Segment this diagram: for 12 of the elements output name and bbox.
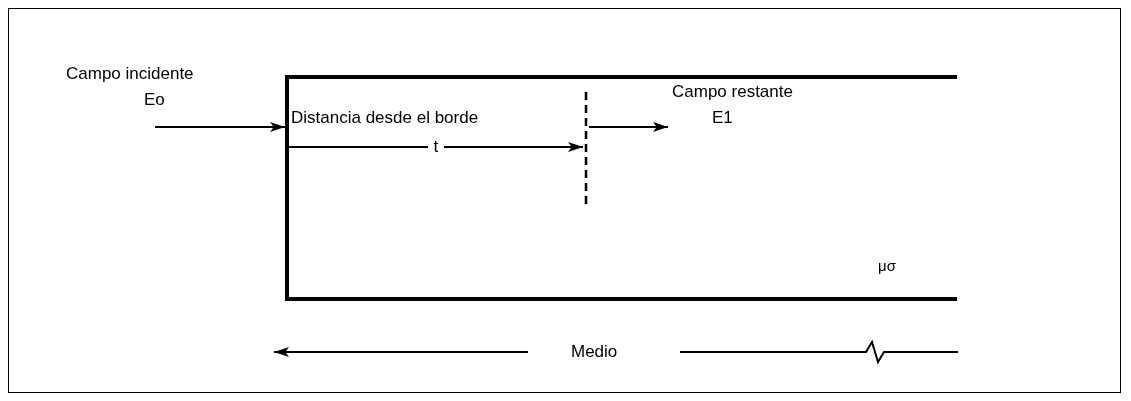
arrow: [288, 142, 584, 152]
parameter-label: μσ: [878, 256, 896, 276]
node-text: Eo: [144, 90, 165, 110]
node-text: Campo restante: [672, 82, 793, 102]
arrow: [154, 122, 286, 132]
node-text: Campo incidente: [66, 64, 194, 84]
distance-label: Distancia desde el borde: [291, 108, 479, 128]
node-text: E1: [712, 108, 733, 128]
dashed-boundary-line: [583, 92, 589, 204]
arrow: [588, 122, 669, 132]
medium-outline: [285, 75, 957, 301]
medium-label: Medio: [571, 342, 618, 362]
